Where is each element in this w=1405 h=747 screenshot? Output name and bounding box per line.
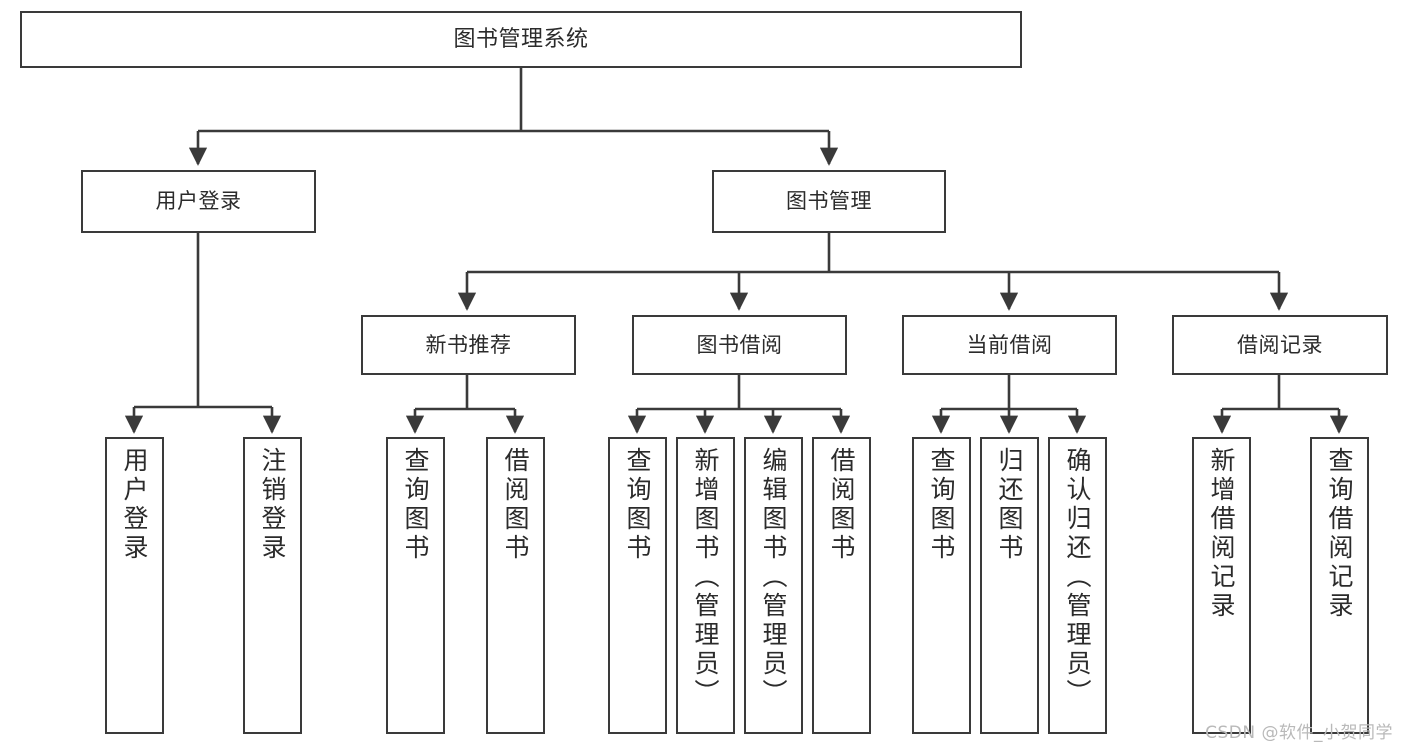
node-book-management-system[interactable]: 图书管理系统 [20,11,1022,68]
node-label: 查询借阅记录 [1325,447,1354,621]
node-borrow-record[interactable]: 借阅记录 [1172,315,1388,375]
node-book-management[interactable]: 图书管理 [712,170,946,233]
leaf-confirm-return-admin[interactable]: 确认归还（管理员） [1048,437,1107,734]
leaf-query-book-borrow[interactable]: 查询图书 [608,437,667,734]
node-label: 查询图书 [623,447,652,563]
node-new-book-recommend[interactable]: 新书推荐 [361,315,576,375]
leaf-add-borrow-record[interactable]: 新增借阅记录 [1192,437,1251,734]
node-label: 新书推荐 [425,332,512,357]
node-label: 当前借阅 [966,332,1053,357]
node-label: 新增图书（管理员） [691,447,720,708]
leaf-query-book-newbook[interactable]: 查询图书 [386,437,445,734]
node-label: 用户登录 [120,447,149,563]
leaf-query-borrow-record[interactable]: 查询借阅记录 [1310,437,1369,734]
node-label: 借阅图书 [827,447,856,563]
leaf-borrow-book-newbook[interactable]: 借阅图书 [486,437,545,734]
node-label: 新增借阅记录 [1207,447,1236,621]
node-label: 查询图书 [927,447,956,563]
node-label: 查询图书 [401,447,430,563]
node-label: 确认归还（管理员） [1063,447,1092,708]
leaf-user-login[interactable]: 用户登录 [105,437,164,734]
node-label: 用户登录 [155,189,242,214]
leaf-add-book-admin[interactable]: 新增图书（管理员） [676,437,735,734]
node-label: 借阅图书 [501,447,530,563]
node-label: 编辑图书（管理员） [759,447,788,708]
leaf-borrow-book[interactable]: 借阅图书 [812,437,871,734]
node-label: 借阅记录 [1237,332,1323,357]
node-label: 图书管理 [786,189,872,214]
leaf-edit-book-admin[interactable]: 编辑图书（管理员） [744,437,803,734]
node-label: 注销登录 [258,447,287,563]
leaf-query-book-current[interactable]: 查询图书 [912,437,971,734]
leaf-return-book[interactable]: 归还图书 [980,437,1039,734]
node-current-borrow[interactable]: 当前借阅 [902,315,1117,375]
node-label: 图书借阅 [696,332,783,357]
leaf-logout[interactable]: 注销登录 [243,437,302,734]
node-label: 归还图书 [995,447,1024,563]
node-label: 图书管理系统 [453,26,589,52]
node-book-borrow[interactable]: 图书借阅 [632,315,847,375]
node-user-login[interactable]: 用户登录 [81,170,316,233]
